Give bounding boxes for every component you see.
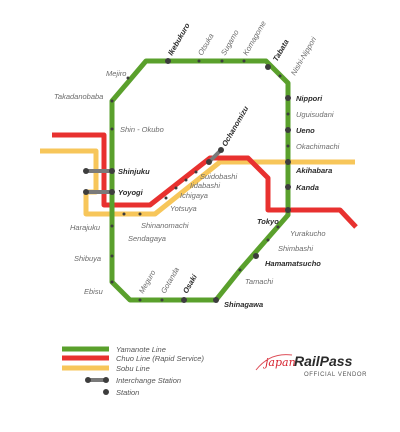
legend-chuo-label: Chuo Line (Rapid Service) — [116, 354, 204, 363]
tokyo-dot — [285, 207, 291, 213]
yurakucho-dot — [276, 225, 280, 229]
label-gotanda: Gotanda — [159, 266, 181, 295]
label-harajuku: Harajuku — [70, 223, 101, 232]
shimbashi-dot — [266, 238, 270, 242]
tabata-dot — [265, 64, 271, 70]
label-shinagawa: Shinagawa — [224, 300, 263, 309]
logo-swoosh — [255, 354, 293, 371]
shinjuku-dot-a — [83, 168, 89, 174]
takadanobaba-dot — [110, 99, 114, 103]
legend-interchange-label: Interchange Station — [116, 376, 181, 385]
shin-okubo-dot — [110, 127, 114, 131]
legend-yamanote-label: Yamanote Line — [116, 345, 166, 354]
shinjuku-dot-b — [109, 168, 115, 174]
label-sendagaya: Sendagaya — [128, 234, 166, 243]
sobu-line — [40, 148, 355, 217]
logo-script: japan — [262, 356, 296, 369]
yotsuya-dot — [164, 196, 168, 200]
label-okachimachi: Okachimachi — [296, 142, 340, 151]
legend-station-label: Station — [116, 388, 139, 397]
sendagaya-dot — [122, 212, 126, 216]
ikebukuro-dot — [165, 58, 171, 64]
label-osaki: Osaki — [181, 272, 199, 295]
japan-rail-pass-logo: japan RailPass OFFICIAL VENDOR — [255, 353, 367, 378]
label-nishi-nippori: Nishi-Nippori — [289, 35, 318, 77]
label-takadanobaba: Takadanobaba — [54, 92, 103, 101]
ochanomizu-dot-b — [218, 147, 224, 153]
nishi-nippori-dot — [278, 74, 282, 78]
kanda-dot — [285, 184, 291, 190]
label-ikebukuro: Ikebukuro — [166, 21, 192, 57]
logo-tagline: OFFICIAL VENDOR — [304, 372, 367, 378]
uguisudani-dot — [286, 112, 290, 116]
shinanomachi-dot — [138, 212, 142, 216]
label-tokyo: Tokyo — [257, 217, 279, 226]
label-tamachi: Tamachi — [245, 277, 273, 286]
gotanda-dot — [160, 298, 164, 302]
legend: Yamanote Line Chuo Line (Rapid Service) … — [62, 345, 204, 397]
label-hamamatsucho: Hamamatsucho — [265, 259, 321, 268]
meguro-dot — [138, 298, 142, 302]
label-ichigaya: Ichigaya — [180, 191, 208, 200]
label-yoyogi: Yoyogi — [118, 188, 144, 197]
ueno-dot — [285, 127, 291, 133]
legend-sobu-label: Sobu Line — [116, 364, 150, 373]
label-uguisudani: Uguisudani — [296, 110, 334, 119]
label-iidabashi: Iidabashi — [190, 181, 220, 190]
yoyogi-dot-a — [83, 189, 89, 195]
suidobashi-dot — [194, 170, 198, 174]
label-sugamo: Sugamo — [219, 28, 241, 57]
label-shibuya: Shibuya — [74, 254, 101, 263]
sugamo-dot — [220, 59, 224, 63]
label-akihabara: Akihabara — [295, 166, 332, 175]
nippori-dot — [285, 95, 291, 101]
ebisu-dot — [110, 280, 114, 284]
label-suidobashi: Suidobashi — [200, 172, 237, 181]
label-shimbashi: Shimbashi — [278, 244, 313, 253]
label-ebisu: Ebisu — [84, 287, 104, 296]
label-tabata: Tabata — [271, 38, 291, 63]
ochanomizu-dot-a — [206, 159, 212, 165]
shibuya-dot — [110, 254, 114, 258]
label-shin-okubo: Shin - Okubo — [120, 125, 164, 134]
label-otsuka: Otsuka — [196, 32, 216, 57]
iidabashi-dot — [184, 178, 188, 182]
label-komagome: Komagome — [241, 19, 268, 57]
harajuku-dot — [110, 224, 114, 228]
label-ochanomizu: Ochanomizu — [220, 104, 251, 148]
yoyogi-dot-b — [109, 189, 115, 195]
komagome-dot — [242, 59, 246, 63]
label-nippori: Nippori — [296, 94, 323, 103]
ichigaya-dot — [174, 186, 178, 190]
logo-wordmark: RailPass — [294, 353, 353, 369]
label-shinanomachi: Shinanomachi — [141, 221, 189, 230]
tamachi-dot — [238, 268, 242, 272]
legend-interchange-dot-a — [85, 377, 91, 383]
osaki-dot — [181, 297, 187, 303]
hamamatsucho-dot — [253, 253, 259, 259]
okachimachi-dot — [286, 144, 290, 148]
legend-interchange-dot-b — [103, 377, 109, 383]
akihabara-dot — [285, 159, 291, 165]
legend-station-dot — [103, 389, 109, 395]
label-ueno: Ueno — [296, 126, 315, 135]
label-mejiro: Mejiro — [106, 69, 126, 78]
station-dots — [83, 58, 291, 303]
label-yurakucho: Yurakucho — [290, 229, 326, 238]
otsuka-dot — [197, 59, 201, 63]
label-meguro: Meguro — [137, 268, 158, 295]
label-yotsuya: Yotsuya — [170, 204, 197, 213]
label-shinjuku: Shinjuku — [118, 167, 150, 176]
label-kanda: Kanda — [296, 183, 319, 192]
mejiro-dot — [126, 76, 130, 80]
shinagawa-dot — [213, 297, 219, 303]
